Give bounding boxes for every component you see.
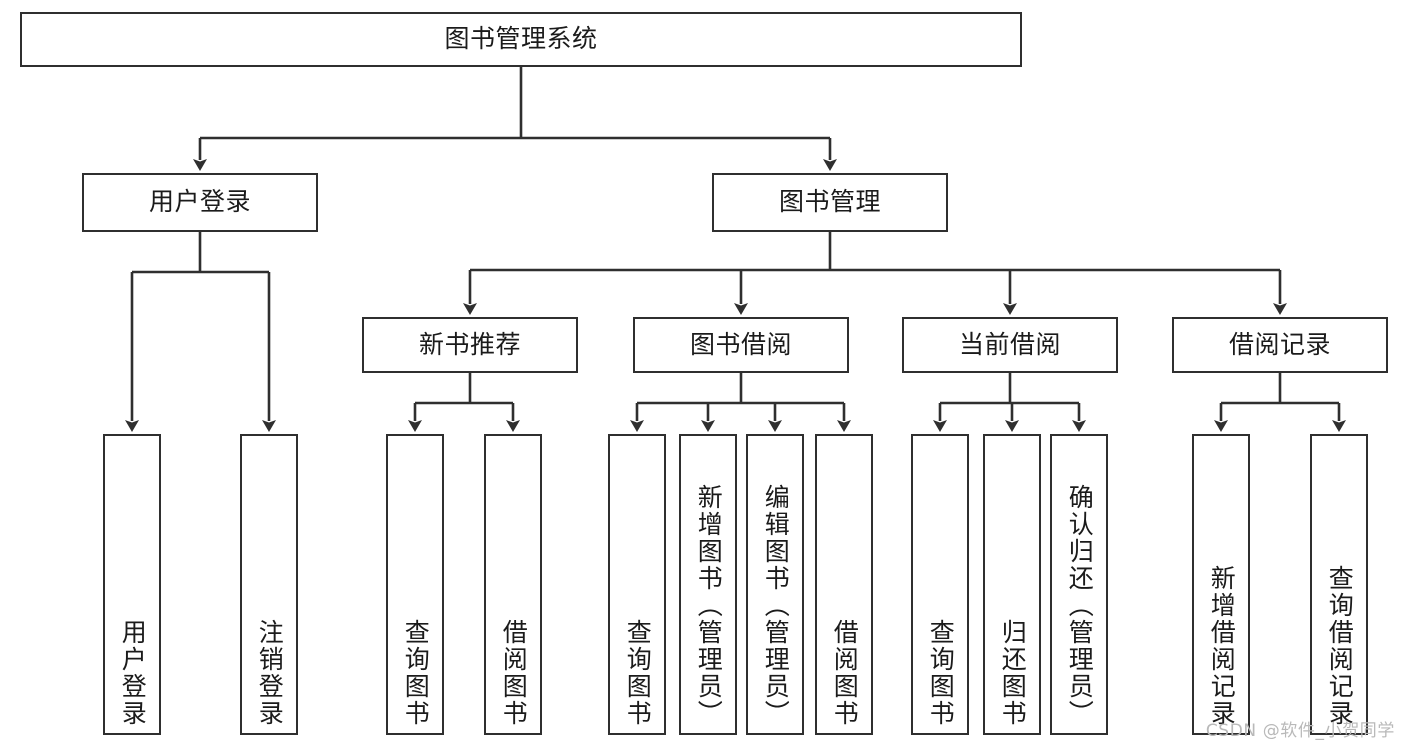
node-leaf-user-login-label: 用户登录 xyxy=(118,619,148,727)
node-leaf-edit-book-admin[interactable]: 编辑图书（管理员） xyxy=(746,434,804,735)
node-book-borrow-label: 图书借阅 xyxy=(689,329,792,359)
node-root[interactable]: 图书管理系统 xyxy=(20,12,1022,67)
node-book-management[interactable]: 图书管理 xyxy=(712,173,948,232)
node-leaf-query-borrow-record-label: 查询借阅记录 xyxy=(1325,565,1355,727)
node-leaf-query-borrow-record[interactable]: 查询借阅记录 xyxy=(1310,434,1368,735)
node-new-book-recommend[interactable]: 新书推荐 xyxy=(362,317,578,373)
node-leaf-add-book-admin-label: 新增图书（管理员） xyxy=(694,484,724,727)
node-leaf-logout[interactable]: 注销登录 xyxy=(240,434,298,735)
node-leaf-query-book-current-label: 查询图书 xyxy=(926,619,956,727)
node-root-label: 图书管理系统 xyxy=(444,24,598,54)
node-leaf-confirm-return-admin[interactable]: 确认归还（管理员） xyxy=(1050,434,1108,735)
node-leaf-edit-book-admin-label: 编辑图书（管理员） xyxy=(761,484,791,727)
node-leaf-return-book-label: 归还图书 xyxy=(998,619,1028,727)
node-leaf-confirm-return-admin-label: 确认归还（管理员） xyxy=(1065,484,1095,727)
node-user-login-label: 用户登录 xyxy=(148,187,251,217)
node-book-management-label: 图书管理 xyxy=(778,187,881,217)
node-leaf-borrow-book-recommend[interactable]: 借阅图书 xyxy=(484,434,542,735)
node-leaf-add-book-admin[interactable]: 新增图书（管理员） xyxy=(679,434,737,735)
node-new-book-recommend-label: 新书推荐 xyxy=(418,329,521,359)
node-leaf-user-login[interactable]: 用户登录 xyxy=(103,434,161,735)
node-leaf-add-borrow-record-label: 新增借阅记录 xyxy=(1207,565,1237,727)
node-leaf-query-book-borrow-label: 查询图书 xyxy=(623,619,653,727)
node-leaf-logout-label: 注销登录 xyxy=(255,619,285,727)
node-leaf-query-book-recommend-label: 查询图书 xyxy=(401,619,431,727)
node-leaf-borrow-book[interactable]: 借阅图书 xyxy=(815,434,873,735)
node-leaf-return-book[interactable]: 归还图书 xyxy=(983,434,1041,735)
node-leaf-borrow-book-recommend-label: 借阅图书 xyxy=(499,619,529,727)
node-borrow-record[interactable]: 借阅记录 xyxy=(1172,317,1388,373)
node-leaf-query-book-current[interactable]: 查询图书 xyxy=(911,434,969,735)
node-current-borrow-label: 当前借阅 xyxy=(958,329,1061,359)
node-leaf-query-book-borrow[interactable]: 查询图书 xyxy=(608,434,666,735)
node-leaf-add-borrow-record[interactable]: 新增借阅记录 xyxy=(1192,434,1250,735)
node-leaf-borrow-book-label: 借阅图书 xyxy=(830,619,860,727)
node-current-borrow[interactable]: 当前借阅 xyxy=(902,317,1118,373)
node-book-borrow[interactable]: 图书借阅 xyxy=(633,317,849,373)
node-user-login[interactable]: 用户登录 xyxy=(82,173,318,232)
node-borrow-record-label: 借阅记录 xyxy=(1228,329,1331,359)
node-leaf-query-book-recommend[interactable]: 查询图书 xyxy=(386,434,444,735)
